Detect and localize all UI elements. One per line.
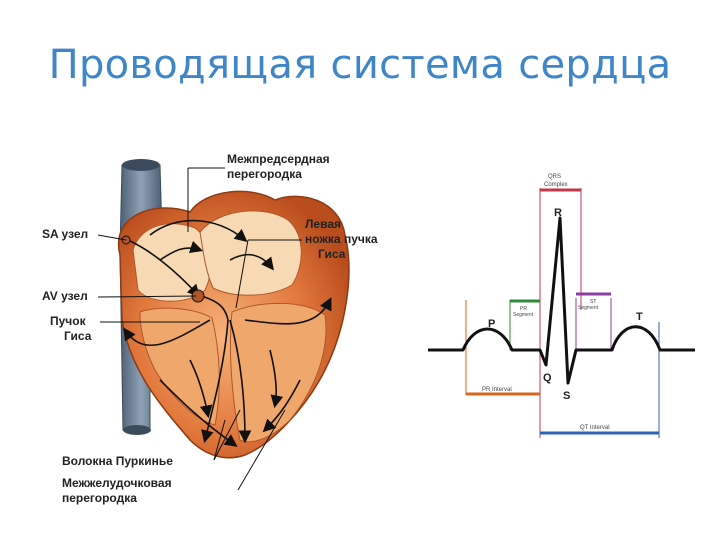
label-interventricular-2: перегородка: [62, 491, 137, 505]
ecg-waveform: [428, 216, 695, 385]
qrs-label-1: QRS: [548, 174, 561, 180]
qt-interval-label: QT Interval: [580, 425, 610, 431]
pr-segment-label-2: Segment: [513, 312, 534, 318]
left-ventricle: [229, 302, 327, 443]
pr-interval-label: PR Interval: [482, 387, 512, 393]
label-interatrial-1: Межпредсердная: [227, 152, 330, 166]
label-interventricular-1: Межжелудочковая: [62, 476, 172, 490]
label-av-node: AV узел: [42, 289, 88, 303]
pr-segment-label-1: PR: [520, 306, 527, 312]
st-segment-label-1: ST: [590, 299, 596, 305]
label-interatrial-2: перегородка: [227, 167, 302, 181]
wave-s-label: S: [563, 390, 570, 402]
slide-title: Проводящая система сердца: [48, 42, 672, 88]
right-ventricle: [139, 307, 220, 426]
st-segment-label-2: Segment: [578, 305, 599, 311]
left-atrium: [199, 210, 302, 296]
wave-t-label: T: [636, 311, 643, 323]
label-purkinje: Волокна Пуркинье: [62, 454, 173, 468]
wave-p-label: P: [488, 318, 495, 330]
heart-illustration: Межпредсердная перегородка SA узел Левая…: [42, 152, 378, 505]
ecg-diagram: R P Q S T QRS Complex PR Segment ST Segm…: [428, 174, 695, 438]
label-left-bundle-1: Левая: [305, 217, 341, 231]
wave-r-label: R: [554, 207, 562, 219]
label-bundle-his-1: Пучок: [50, 314, 87, 328]
wave-q-label: Q: [543, 372, 552, 384]
qrs-label-2: Complex: [544, 182, 568, 188]
label-left-bundle-3: Гиса: [318, 247, 346, 261]
label-bundle-his-2: Гиса: [64, 329, 92, 343]
label-sa-node: SA узел: [42, 227, 88, 241]
label-left-bundle-2: ножка пучка: [305, 232, 378, 246]
